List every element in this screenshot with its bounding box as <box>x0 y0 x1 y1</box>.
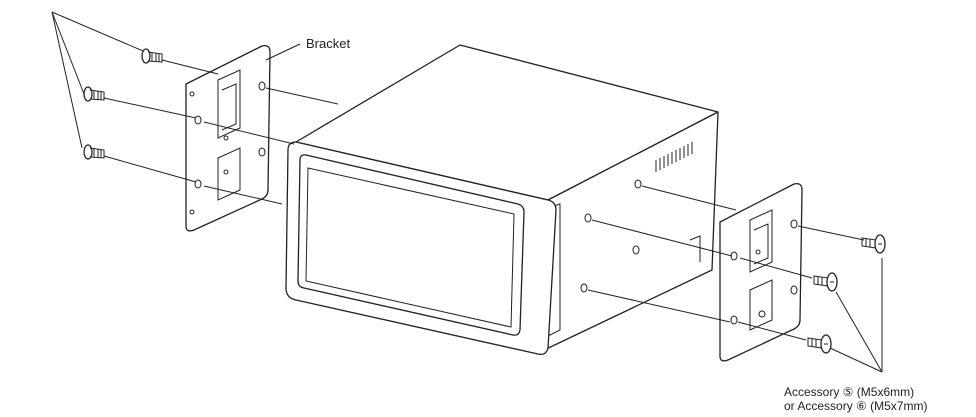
screw-left-top <box>141 48 163 64</box>
head-unit <box>285 44 719 356</box>
alignment-lines <box>51 11 883 373</box>
right-bracket-plate <box>719 182 803 362</box>
screw-right-bottom <box>807 334 832 354</box>
screw-right-middle <box>813 272 838 292</box>
left-bracket-hole <box>189 91 195 97</box>
right-bracket-hole <box>790 285 798 295</box>
left-bracket-hole <box>194 179 202 189</box>
right-bracket <box>719 182 803 362</box>
bracket-leader-line <box>265 43 301 61</box>
right-bracket-hole <box>790 219 798 229</box>
left-bracket-hole <box>194 115 202 125</box>
display-screen-inner <box>305 167 515 328</box>
right-bracket-cutout-top <box>749 209 773 273</box>
unit-side-holes <box>580 179 642 293</box>
screw-right-top <box>861 234 886 254</box>
right-bracket-hole <box>758 310 766 318</box>
bracket-label: Bracket <box>306 36 350 51</box>
vent-slots <box>655 142 693 172</box>
display-screen <box>297 154 525 336</box>
left-bracket-cutout-bottom <box>217 147 241 201</box>
screw-left-middle <box>83 86 105 102</box>
left-bracket-hole <box>189 209 195 215</box>
left-bracket-hole <box>258 147 266 157</box>
left-bracket <box>185 44 271 232</box>
right-bracket-hole <box>730 315 738 325</box>
left-bracket-hole <box>258 81 266 91</box>
left-bracket-cutout-top <box>217 69 241 139</box>
right-bracket-cutout-bottom <box>749 279 773 331</box>
screw-left-bottom <box>83 144 105 160</box>
accessory-label-line1: Accessory ⑤ (M5x6mm) <box>784 385 914 399</box>
accessory-label-line2: or Accessory ⑥ (M5x7mm) <box>784 399 927 413</box>
